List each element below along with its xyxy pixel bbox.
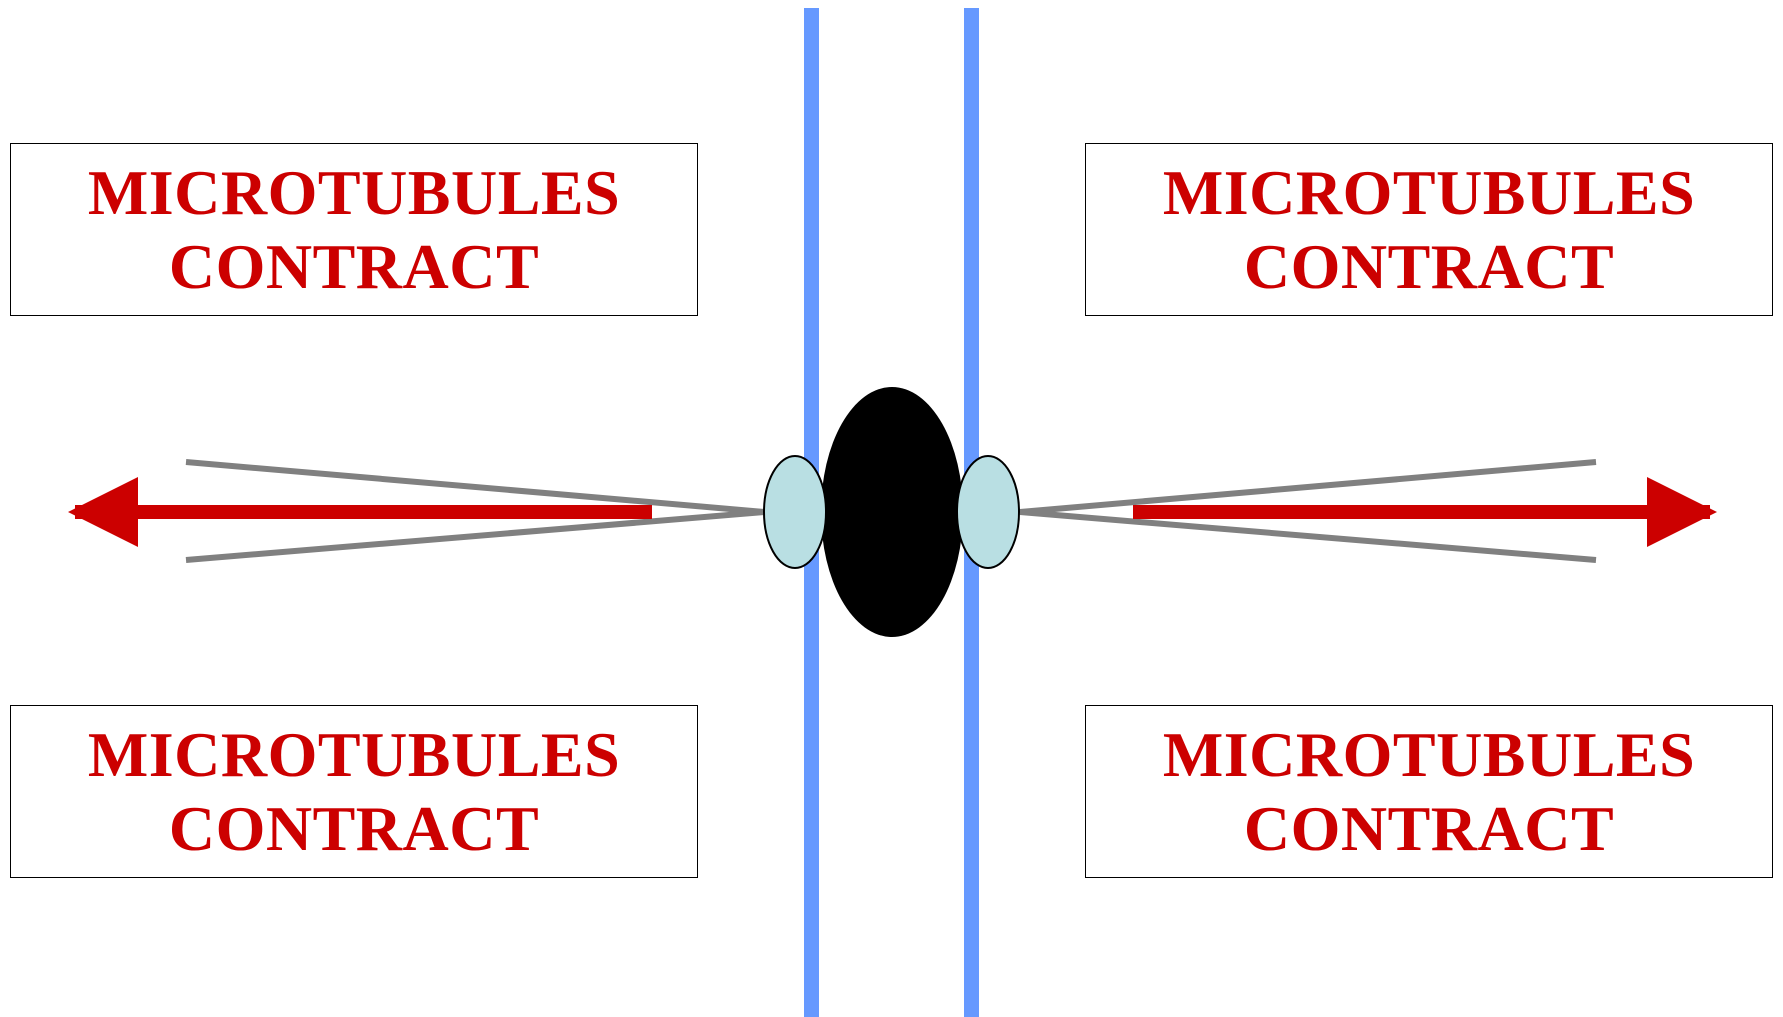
label-line-1: MICROTUBULES xyxy=(1163,718,1695,792)
left-kinetochore xyxy=(764,456,826,568)
label-box-bottom-right: MICROTUBULES CONTRACT xyxy=(1085,705,1773,878)
microtubule-right-upper xyxy=(1020,462,1596,512)
label-box-top-right: MICROTUBULES CONTRACT xyxy=(1085,143,1773,316)
label-line-2: CONTRACT xyxy=(169,230,539,304)
label-line-1: MICROTUBULES xyxy=(88,718,620,792)
label-box-top-left: MICROTUBULES CONTRACT xyxy=(10,143,698,316)
centromere xyxy=(821,387,963,637)
label-box-bottom-left: MICROTUBULES CONTRACT xyxy=(10,705,698,878)
label-line-2: CONTRACT xyxy=(169,792,539,866)
label-line-1: MICROTUBULES xyxy=(1163,156,1695,230)
label-line-1: MICROTUBULES xyxy=(88,156,620,230)
label-line-2: CONTRACT xyxy=(1244,230,1614,304)
label-line-2: CONTRACT xyxy=(1244,792,1614,866)
microtubule-right-lower xyxy=(1020,512,1596,560)
right-kinetochore xyxy=(957,456,1019,568)
microtubule-left-upper xyxy=(186,462,765,512)
microtubule-left-lower xyxy=(186,512,765,560)
